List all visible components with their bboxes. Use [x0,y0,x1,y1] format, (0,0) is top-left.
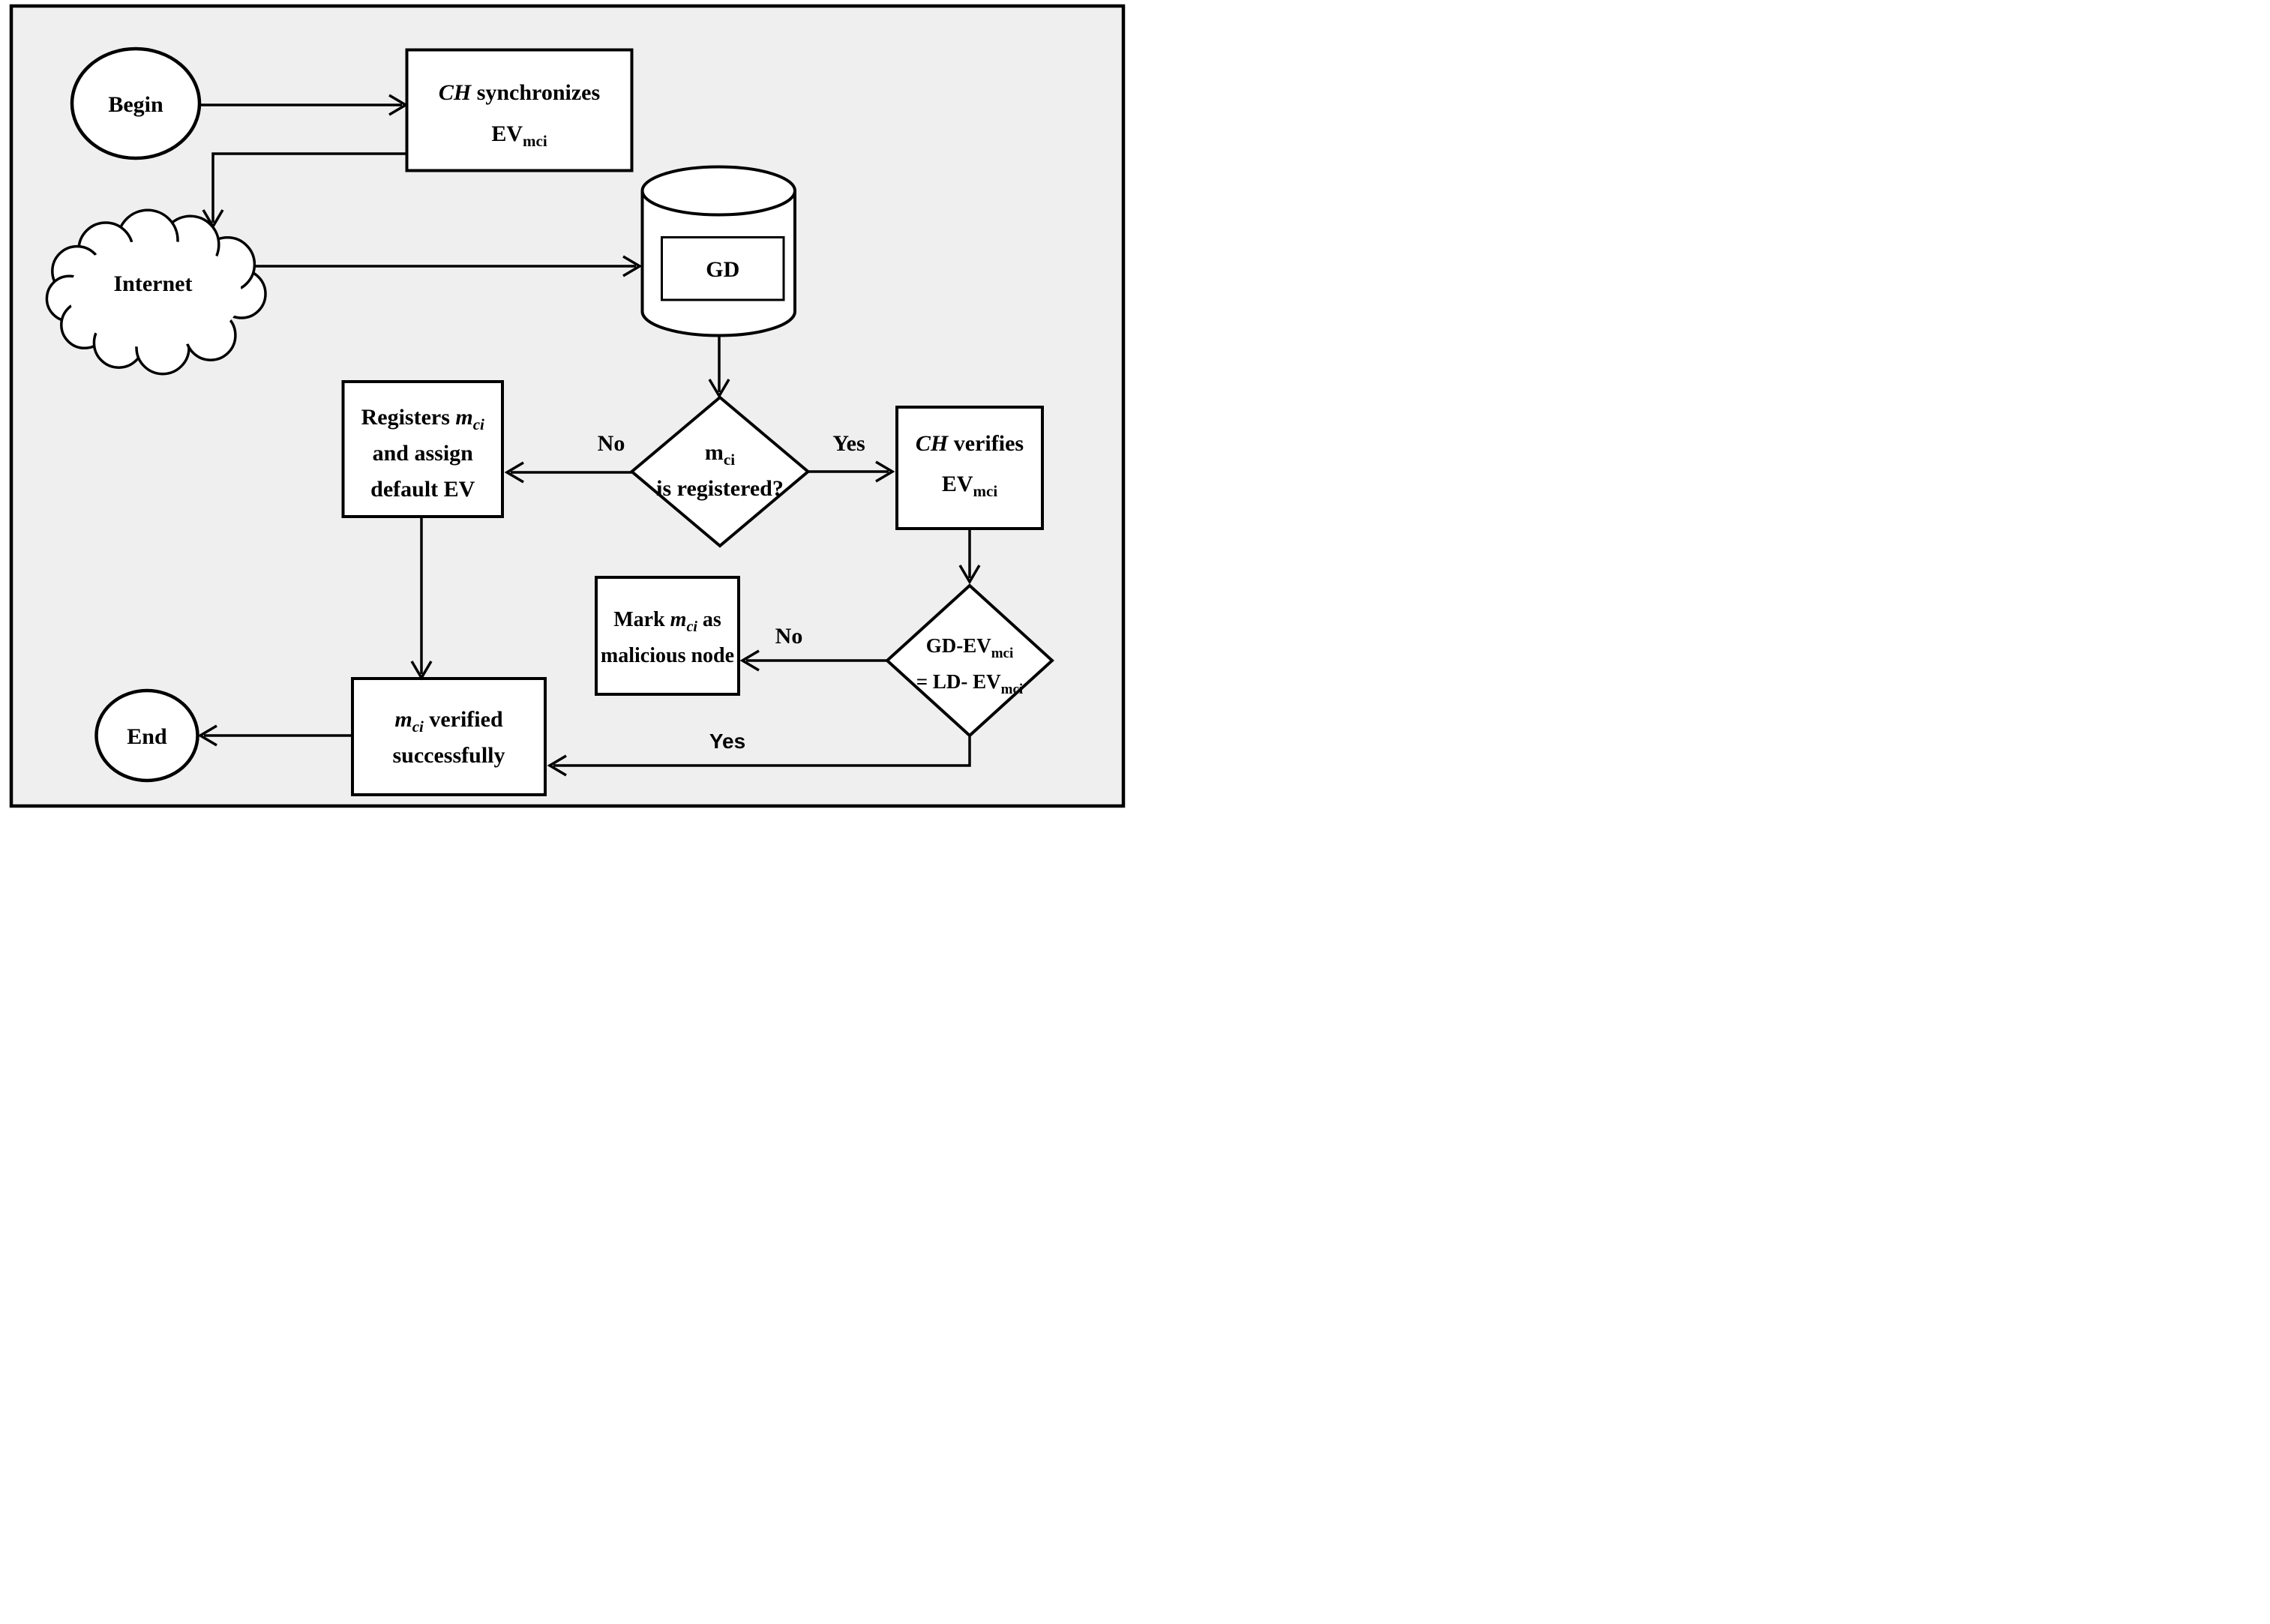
registered-line1: mci [705,440,735,469]
node-gd-database: GD [640,165,796,337]
flowchart-canvas: Begin CH synchronizes EVmci Internet GD … [9,4,1126,808]
registered-line2: is registered? [656,476,784,501]
node-registered-decision: mci is registered? [629,395,811,548]
arrow-registered-no [504,461,632,484]
mark-malicious-line2: malicious node [601,644,734,667]
arrow-ev-match-no [739,649,887,672]
end-label: End [127,724,167,749]
registers-line3: default EV [370,477,475,502]
ch-verifies-box [895,406,1044,530]
mark-malicious-line1: Mark mci as [613,608,721,635]
gd-inner-box [661,236,785,301]
ch-synchronizes-box [405,48,634,172]
arrow-internet-to-gd [255,255,643,277]
node-ch-verifies: CH verifies EVmci [895,406,1044,530]
label-ev-match-yes: Yes [709,730,745,753]
arrow-begin-to-ch-sync [199,94,409,116]
arrow-registered-yes [808,460,895,483]
arrow-ch-verifies-to-ev-match [958,529,981,585]
ev-match-line1: GD-EVmci [926,634,1014,661]
arrow-gd-to-registered-decision [708,335,730,399]
ch-verifies-line1: CH verifies [916,431,1024,456]
cloud-body [69,240,241,348]
gd-label: GD [706,257,739,282]
registered-diamond [629,395,811,548]
label-registered-yes: Yes [832,431,865,456]
node-verified: mci verified successfully [351,677,547,796]
ch-synchronizes-line2: EVmci [491,121,547,150]
arrow-ch-sync-to-internet [202,152,407,229]
verified-line1: mci verified [394,707,503,736]
arrow-ev-match-yes [547,736,971,777]
node-end: End [94,688,199,783]
verified-line2: successfully [393,743,505,768]
node-ev-match-decision: GD-EVmci = LD- EVmci [885,583,1054,738]
ch-synchronizes-line1: CH synchronizes [439,80,600,105]
registers-line1: Registers mci [361,405,484,433]
arrow-verified-to-end [197,724,352,747]
internet-label: Internet [114,271,193,296]
label-ev-match-no: No [775,624,803,649]
node-registers: Registers mci and assign default EV [341,380,504,518]
begin-label: Begin [108,92,163,117]
label-registered-no: No [598,431,625,456]
begin-oval [70,46,202,160]
node-ch-synchronizes: CH synchronizes EVmci [405,48,634,172]
arrow-registers-to-verified [410,517,433,681]
end-oval [94,688,199,783]
ev-match-line2: = LD- EVmci [916,670,1023,697]
node-begin: Begin [70,46,202,160]
cylinder-top [640,165,796,217]
diagram-page: Begin CH synchronizes EVmci Internet GD … [0,0,1135,812]
node-mark-malicious: Mark mci as malicious node [595,576,740,696]
ch-verifies-line2: EVmci [942,472,998,500]
verified-box [351,677,547,796]
node-internet-cloud: Internet [45,208,267,376]
registers-line2: and assign [373,441,474,466]
mark-malicious-box [595,576,740,696]
